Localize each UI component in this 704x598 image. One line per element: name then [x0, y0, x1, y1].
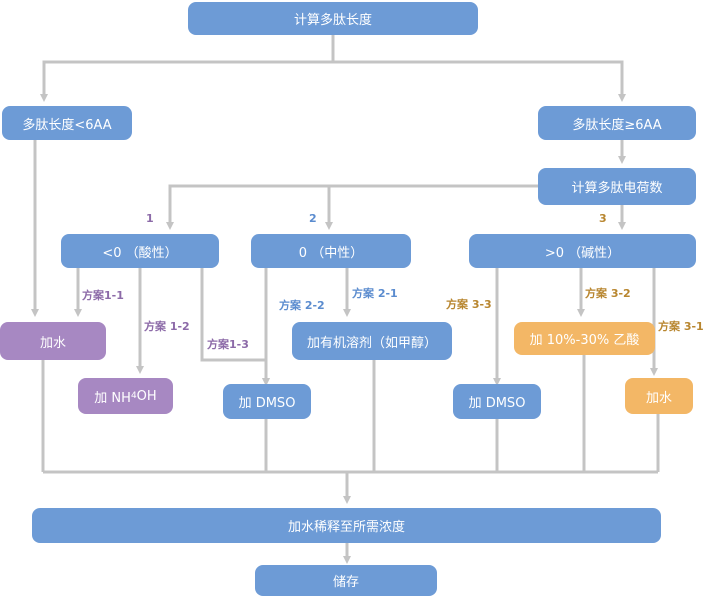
- neutral-box: 0 （中性）: [251, 234, 411, 268]
- nh4oh-prefix: 加 NH: [94, 390, 131, 406]
- branch-number-2: 2: [309, 212, 317, 225]
- water-box-basic: 加水: [625, 378, 693, 414]
- branch-number-1: 1: [146, 212, 154, 225]
- nh4oh-subscript: 4: [130, 391, 137, 401]
- plan-2-1-label: 方案 2-1: [352, 287, 398, 300]
- water-box-acidic: 加水: [0, 322, 106, 360]
- acidic-box: <0 （酸性）: [61, 234, 219, 268]
- plan-1-1-label: 方案1-1: [82, 289, 124, 302]
- plan-1-3-label: 方案1-3: [207, 338, 249, 351]
- long-peptide-box: 多肽长度≥6AA: [538, 106, 696, 140]
- plan-3-1-label: 方案 3-1: [658, 320, 704, 333]
- organic-solvent-box: 加有机溶剂（如甲醇）: [292, 322, 452, 360]
- calc-length-box: 计算多肽长度: [188, 2, 478, 35]
- plan-2-2-label: 方案 2-2: [279, 299, 325, 312]
- plan-3-2-label: 方案 3-2: [585, 287, 631, 300]
- dilute-box: 加水稀释至所需浓度: [32, 508, 661, 543]
- branch-number-3: 3: [599, 212, 607, 225]
- acetic-acid-box: 加 10%-30% 乙酸: [514, 322, 655, 355]
- dmso-box-basic: 加 DMSO: [453, 384, 541, 419]
- store-box: 储存: [255, 565, 437, 596]
- dmso-box-acidic: 加 DMSO: [223, 384, 311, 419]
- nh4oh-suffix: OH: [136, 388, 157, 404]
- short-peptide-box: 多肽长度<6AA: [2, 106, 132, 140]
- basic-box: >0 （碱性）: [469, 234, 696, 268]
- plan-1-2-label: 方案 1-2: [144, 320, 190, 333]
- calc-charge-box: 计算多肽电荷数: [538, 168, 696, 205]
- plan-3-3-label: 方案 3-3: [446, 298, 492, 311]
